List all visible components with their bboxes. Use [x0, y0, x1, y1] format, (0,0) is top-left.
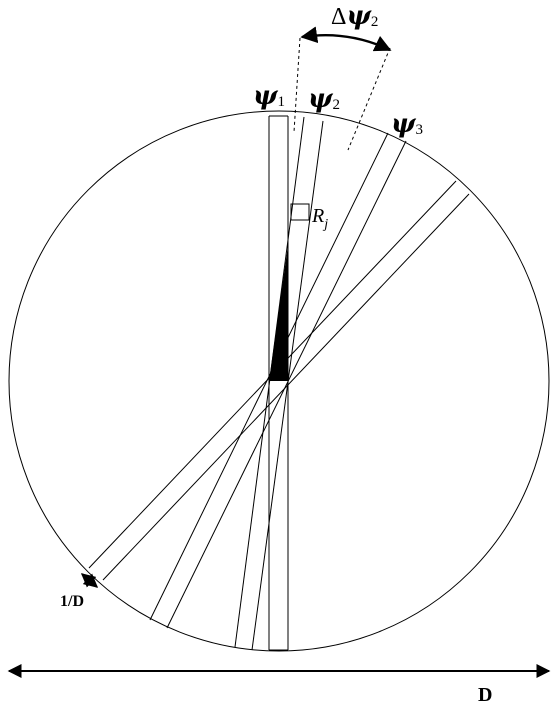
psi2-subscript: 2: [332, 97, 340, 113]
delta-psi2-arrow: [300, 26, 392, 52]
inv-d-arrow: [80, 573, 99, 588]
disc-circle: [8, 110, 550, 652]
label-rj: Rj: [311, 205, 328, 232]
rj-subscript: j: [322, 217, 328, 232]
black-wedge: [269, 245, 288, 381]
dashed-line-right: [347, 47, 391, 151]
psi3-symbol: ψ: [391, 109, 417, 139]
psi1-symbol: ψ: [253, 81, 279, 111]
delta-symbol: Δ: [331, 4, 346, 30]
delta-psi-symbol: ψ: [346, 1, 372, 31]
delta-psi-subscript: 2: [371, 14, 379, 30]
label-psi2: ψ2: [308, 84, 340, 114]
perpendicular-marker: [290, 203, 310, 221]
label-psi3: ψ3: [391, 109, 423, 139]
psi1-subscript: 1: [277, 94, 285, 110]
psi3-subscript: 3: [415, 122, 423, 138]
strip-psi2: [234, 116, 324, 651]
label-inv-d: 1/D: [60, 593, 84, 610]
psi2-symbol: ψ: [308, 84, 334, 114]
label-delta-psi2: Δψ2: [331, 1, 378, 31]
label-psi1: ψ1: [253, 81, 285, 111]
label-diameter: D: [478, 684, 492, 706]
strip-psi3: [149, 132, 407, 629]
strip-psi1: [268, 115, 289, 651]
dashed-line-left: [293, 37, 301, 133]
rj-main: R: [311, 205, 324, 227]
